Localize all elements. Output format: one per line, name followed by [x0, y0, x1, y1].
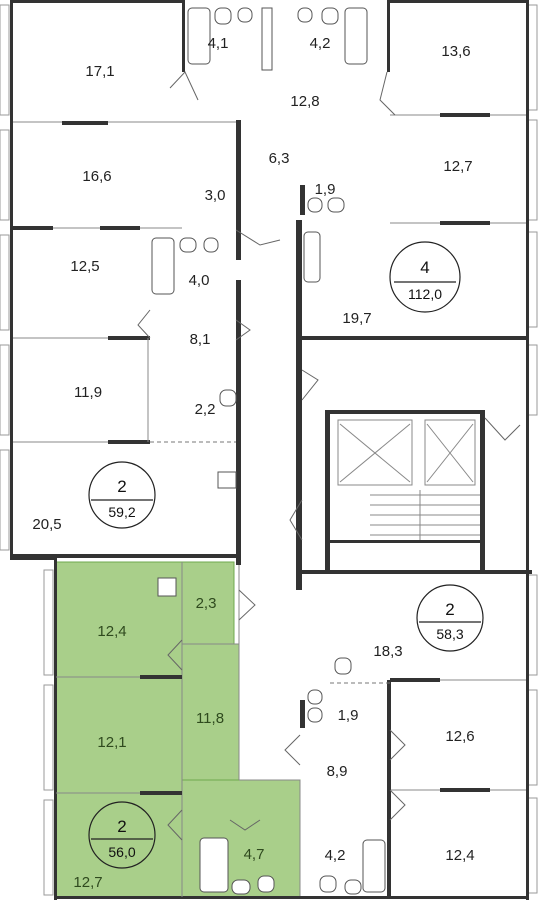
- room-area-label: 12,4: [445, 847, 474, 864]
- room-area-label: 4,1: [208, 35, 229, 52]
- room-area-label: 1,9: [338, 707, 359, 724]
- room-area-label: 18,3: [373, 643, 402, 660]
- room-area-label: 4,2: [325, 847, 346, 864]
- apartment-area-highlighted: 56,0: [108, 844, 135, 860]
- room-area-label: 1,9: [315, 181, 336, 198]
- room-area-label: 12,7: [73, 874, 102, 891]
- room-area-label: 4,0: [189, 272, 210, 289]
- room-area-label: 12,6: [445, 728, 474, 745]
- apartment-badge-left-middle[interactable]: 2 59,2: [88, 461, 156, 529]
- apartment-rooms-right-lower: 2: [445, 600, 454, 619]
- room-area-label: 12,7: [443, 158, 472, 175]
- apartment-badge-top-right[interactable]: 4 112,0: [389, 241, 461, 313]
- room-area-label: 17,1: [85, 63, 114, 80]
- apartment-badge-right-lower[interactable]: 2 58,3: [416, 584, 484, 652]
- apartment-area-right-lower: 58,3: [436, 626, 463, 642]
- room-area-label: 2,3: [196, 595, 217, 612]
- room-area-label: 12,8: [290, 93, 319, 110]
- room-area-label: 19,7: [342, 310, 371, 327]
- room-area-label: 3,0: [205, 187, 226, 204]
- apartment-rooms-top-right: 4: [420, 258, 429, 277]
- apartment-rooms-left-middle: 2: [117, 477, 126, 496]
- room-area-label: 8,9: [327, 763, 348, 780]
- room-area-label: 13,6: [441, 43, 470, 60]
- room-area-label: 12,4: [97, 623, 126, 640]
- room-area-label: 12,1: [97, 734, 126, 751]
- interior-walls: [13, 0, 532, 897]
- apartment-badge-highlighted[interactable]: 2 56,0: [88, 801, 156, 869]
- room-area-label: 8,1: [190, 331, 211, 348]
- doors: [137, 71, 521, 841]
- room-area-label: 11,8: [196, 710, 224, 727]
- apartment-area-left-middle: 59,2: [108, 504, 135, 520]
- apartment-rooms-highlighted: 2: [117, 817, 126, 836]
- room-area-label: 16,6: [82, 168, 111, 185]
- bathroom-fixtures: [151, 7, 386, 895]
- room-area-label: 4,2: [310, 35, 331, 52]
- room-area-label: 6,3: [269, 150, 290, 167]
- room-area-label: 20,5: [32, 516, 61, 533]
- right-windows: [527, 4, 538, 894]
- room-area-label: 4,7: [244, 846, 265, 863]
- outer-walls: [10, 0, 529, 900]
- room-labels: 17,1 4,1 4,2 13,6 12,8 16,6 6,3 12,7 3,0…: [32, 35, 474, 891]
- left-windows: [0, 4, 54, 896]
- room-area-label: 11,9: [74, 384, 102, 401]
- elevator-core: [337, 419, 480, 540]
- room-area-label: 2,2: [195, 401, 216, 418]
- room-area-label: 12,5: [70, 258, 99, 275]
- apartment-area-top-right: 112,0: [408, 286, 442, 302]
